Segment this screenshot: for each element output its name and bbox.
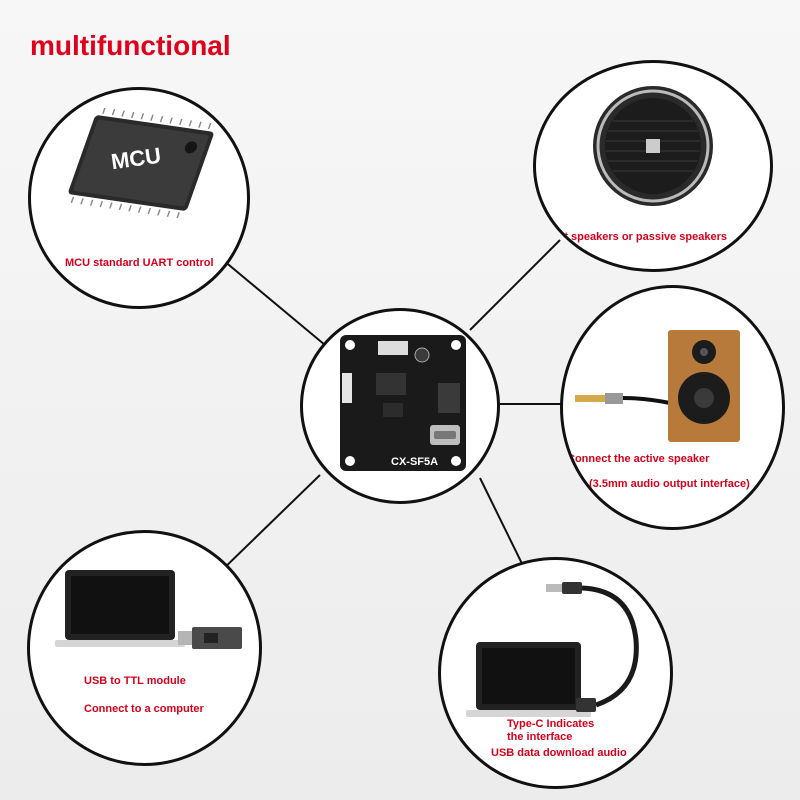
- passive-speaker-icon: [593, 86, 713, 206]
- typec-circle: Type-C Indicates the interface USB data …: [438, 557, 673, 789]
- cx-sf5a-board: [340, 335, 466, 471]
- speaker-circle: Connect speakers or passive speakers: [533, 60, 773, 272]
- speaker-label: Connect speakers or passive speakers: [533, 231, 728, 243]
- active-speaker-label-2: (3.5mm audio output interface): [589, 478, 750, 490]
- line-speaker: [469, 239, 561, 331]
- board-circle: CX-SF5A: [300, 308, 500, 504]
- typec-label-3: USB data download audio: [491, 747, 627, 759]
- typec-label-1: Type-C Indicates: [507, 718, 595, 730]
- typec-label-2: the interface: [507, 731, 573, 743]
- active-speaker-label-1: Connect the active speaker: [567, 453, 710, 465]
- audio-jack-icon: [575, 393, 671, 405]
- page-title: multifunctional: [30, 30, 231, 61]
- laptop-icon: [466, 642, 591, 717]
- mcu-label: MCU standard UART control: [65, 257, 214, 269]
- mcu-circle: MCU MCU standard UART control: [28, 87, 250, 309]
- usb-ttl-module-icon: [178, 627, 242, 649]
- board-model-label: CX-SF5A: [391, 456, 439, 468]
- usb-ttl-label-1: USB to TTL module: [84, 675, 186, 687]
- usb-ttl-circle: USB to TTL module Connect to a computer: [27, 530, 262, 766]
- laptop-icon: [55, 570, 185, 647]
- type-c-cable-icon: [546, 582, 639, 712]
- mcu-chip-icon: [68, 108, 214, 218]
- active-speaker-icon: [668, 330, 740, 442]
- usb-ttl-label-2: Connect to a computer: [84, 703, 204, 715]
- active-speaker-circle: Connect the active speaker (3.5mm audio …: [560, 285, 785, 530]
